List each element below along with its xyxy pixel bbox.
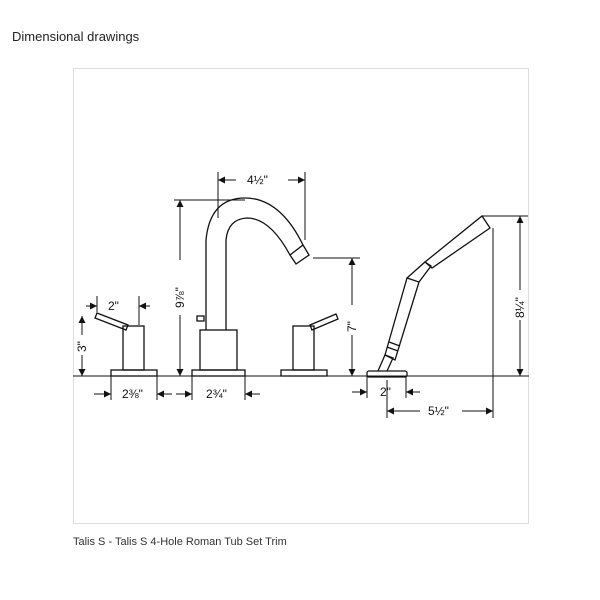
left-handle <box>94 312 158 377</box>
drawing-caption: Talis S - Talis S 4-Hole Roman Tub Set T… <box>73 536 287 548</box>
section-title: Dimensional drawings <box>12 29 140 44</box>
dim-shower-base: 2" <box>380 385 391 399</box>
dim-spout-outlet: 7" <box>345 321 359 332</box>
dim-handle-lever: 2" <box>108 299 119 313</box>
hand-shower <box>366 215 491 378</box>
tub-spout <box>191 197 310 377</box>
right-handle <box>280 313 339 377</box>
drawing-frame <box>73 68 529 524</box>
dim-handle-base: 2⅜" <box>122 387 143 401</box>
dim-spout-reach: 4½" <box>247 173 268 187</box>
dim-spout-base: 2¾" <box>206 387 227 401</box>
dim-shower-height: 8¼" <box>513 297 527 318</box>
dim-handle-height: 3" <box>75 341 89 352</box>
dim-spout-height: 9⅞" <box>173 287 187 308</box>
dim-shower-reach: 5½" <box>428 404 449 418</box>
